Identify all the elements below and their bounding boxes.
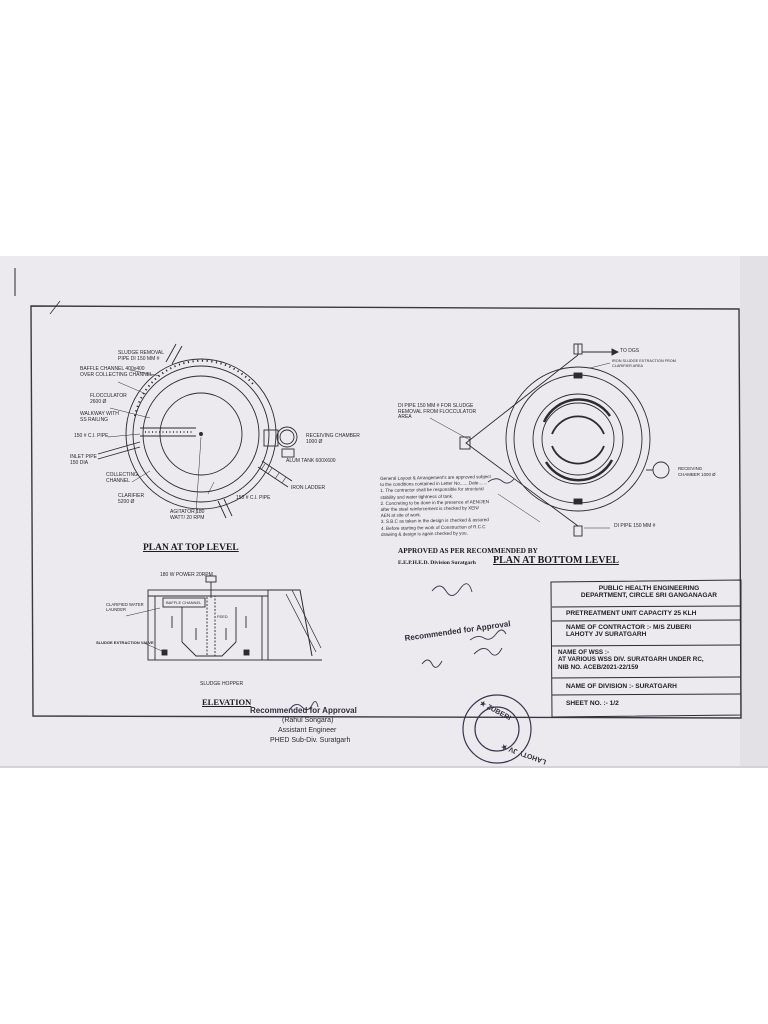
- label-di-pipe-bottom: DI PIPE 150 MM #: [614, 523, 656, 529]
- title-block-frame: [550, 579, 742, 718]
- label-clarifier: CLARIFIER 5200 Ø: [118, 493, 145, 505]
- label-sludge-valve: SLUDGE EXTRACTION VALVE: [96, 640, 154, 645]
- label-sludge-hopper: SLUDGE HOPPER: [200, 681, 244, 687]
- label-power: 180 W POWER 20RPM: [160, 572, 213, 578]
- elevation-drawing: [125, 575, 322, 661]
- tb-contractor: NAME OF CONTRACTOR :- M/S ZUBERI LAHOTY …: [566, 624, 692, 639]
- label-alum-tank: ALUM TANK 600X600: [286, 458, 336, 464]
- label-di-pipe-flocculator: DI PIPE 150 MM # FOR SLUDGE REMOVAL FROM…: [398, 403, 477, 420]
- signature-marks: [289, 478, 515, 710]
- label-sludge-removal: SLUDGE REMOVAL PIPE DI 150 MM #: [118, 350, 165, 362]
- signatory-office: PHED Sub-Div. Suratgarh: [270, 737, 351, 744]
- label-walkway: WALKWAY WITH SS RAILING: [80, 411, 119, 423]
- label-elev-baffle: BAFFLE CHANNEL: [166, 600, 202, 605]
- label-agitator: AGITATOR 180 WATT/ 20 RPM: [170, 509, 205, 521]
- plan-bottom-title: PLAN AT BOTTOM LEVEL: [493, 555, 619, 566]
- label-inlet-pipe: INLET PIPE 150 DIA: [70, 454, 97, 466]
- plan-bottom-level-drawing: [429, 343, 670, 537]
- plan-top-title: PLAN AT TOP LEVEL: [143, 543, 239, 553]
- label-collecting-channel: COLLECTING CHANNEL: [106, 472, 138, 484]
- label-to-dgs: TO DGS: [620, 348, 640, 354]
- label-iron-sludge: IRON SLUDGE EXTRACTION FROM CLARIFIER AR…: [612, 359, 676, 368]
- recommended-stamp-left: Recommended for Approval: [250, 706, 357, 715]
- signatory-name: (Rahul Songara): [282, 717, 334, 724]
- drawing-sheet: SLUDGE REMOVAL PIPE DI 150 MM # BAFFLE C…: [0, 256, 768, 768]
- tb-wss: NAME OF WSS :- AT VARIOUS WSS DIV. SURAT…: [558, 649, 704, 671]
- drawing-linework: [0, 256, 768, 768]
- label-receiving-bottom: RECEIVING CHAMBER 1000 Ø: [678, 466, 716, 477]
- label-feed: FEED: [217, 614, 228, 619]
- elevation-title: ELEVATION: [202, 697, 252, 707]
- label-ci-pipe-left: 150 # C.I. PIPE: [74, 433, 109, 439]
- tb-division: NAME OF DIVISION :- SURATGARH: [566, 683, 677, 690]
- plan-top-level-drawing: [97, 343, 298, 519]
- signatory-title: Assistant Engineer: [278, 727, 337, 734]
- sheet-border: [30, 305, 742, 719]
- label-clarified-launder: CLARIFIED WATER LAUNDER: [106, 602, 144, 612]
- tb-department: PUBLIC HEALTH ENGINEERING DEPARTMENT, CI…: [580, 585, 718, 600]
- approved-line: APPROVED AS PER RECOMMENDED BY: [398, 547, 538, 555]
- label-flocculator: FLOCCULATOR 2600 Ø: [90, 393, 127, 405]
- label-ci-pipe-bottom: 150 # C.I. PIPE: [236, 495, 271, 501]
- tb-project: PRETREATMENT UNIT CAPACITY 25 KLH: [566, 610, 697, 617]
- label-iron-ladder: IRON LADDER: [291, 485, 326, 491]
- tb-sheet-no: SHEET NO. :- 1/2: [566, 700, 619, 707]
- zuberi-seal: [462, 694, 532, 764]
- approval-note: General Layout & Arrangement's are appro…: [380, 474, 491, 537]
- label-baffle-channel: BAFFLE CHANNEL 400x400 OVER COLLECTING C…: [80, 366, 153, 378]
- label-receiving-chamber: RECEIVING CHAMBER 1000 Ø: [306, 433, 360, 445]
- division-line: E.E.P.H.E.D. Division Suratgarh: [398, 560, 476, 566]
